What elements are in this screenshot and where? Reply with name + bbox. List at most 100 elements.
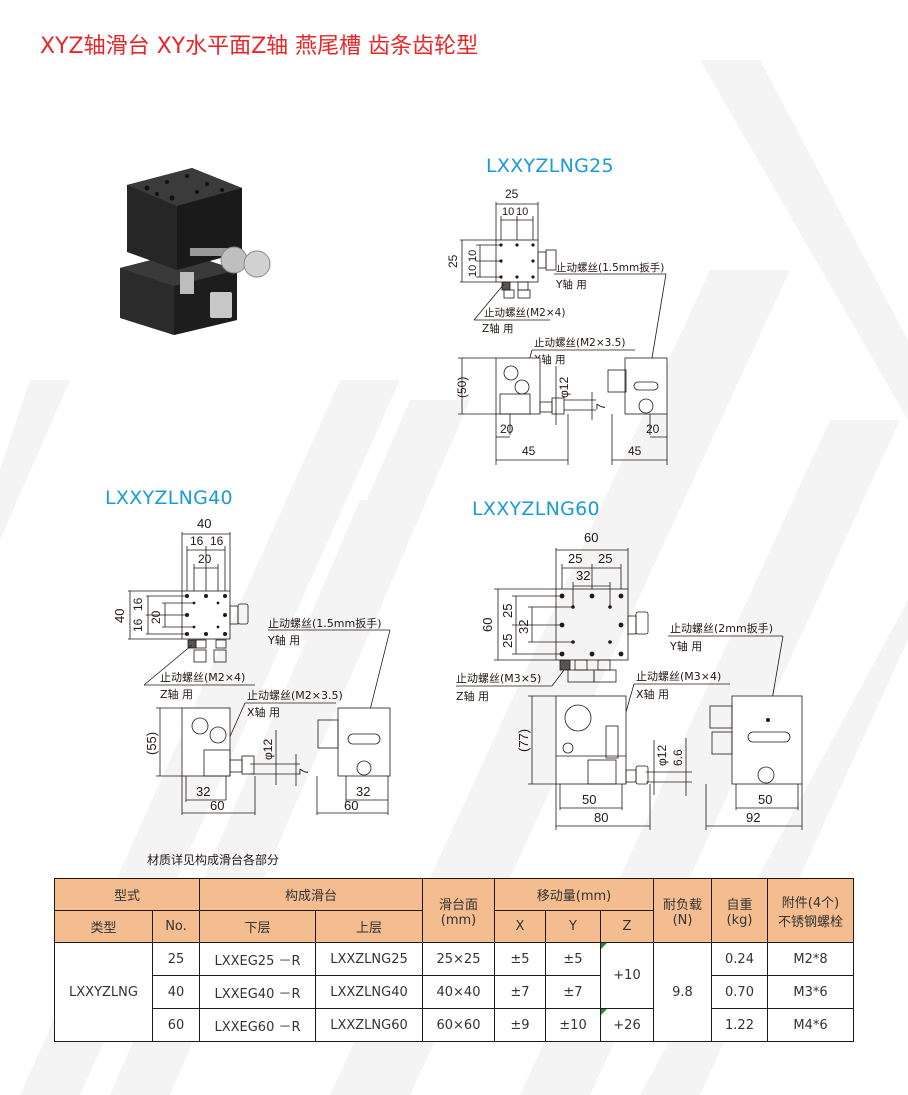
cell-z: +10 [600,942,654,1009]
drawing-shape [195,639,207,649]
drawing-shape [241,755,255,775]
dimension-label: 92 [746,810,760,825]
product-photo [112,160,282,335]
table-row: 40 LXXEG40 －R LXXZLNG40 40×40 ±7 ±7 0.70… [55,975,854,1009]
header-text: 附件(4个) [781,895,840,911]
header-y: Y [545,910,601,943]
drawing-shape [539,401,553,413]
header-type: 类型 [54,910,153,943]
dim-width: 25 [505,187,519,201]
drawing-shape [501,281,511,291]
drawing-shape [625,769,637,783]
drawing-shape [531,275,535,279]
cell-x: ±5 [494,942,546,976]
dimension-label: 25 [500,634,515,648]
header-load: 耐负载(N) [653,878,712,943]
header-text: 滑台面 [438,897,478,913]
dimension-label: Y轴 用 [555,278,587,291]
dimension-line [369,629,391,711]
dimension-label: 6.6 [671,749,685,766]
note-y-screw: 止动螺丝(1.5mm扳手) [556,261,664,274]
dimension-label: 20 [646,422,660,436]
cell-surface: 25×25 [422,942,495,976]
drawing-shape [187,639,197,649]
drawing-shape [499,243,535,279]
dimension-label: Y轴 用 [267,633,300,647]
drawing-shape [589,593,595,599]
drawing-shape [635,611,649,635]
cell-upper: LXXZLNG60 [315,1008,423,1042]
header-text: 自重 [726,897,753,913]
drawing-shape [711,731,733,755]
header-weight: 自重(kg) [711,878,768,943]
drawing-shape [627,615,637,635]
dimension-label: 50 [582,792,596,807]
drawing-lxxyzlng25: 25 10 10 25 10 10 止动螺丝(1.5mm扳手) Y轴 用 止动螺… [420,180,700,474]
cell-upper: LXXZLNG25 [315,942,423,976]
cell-weight: 1.22 [711,1008,768,1042]
cell-surface: 40×40 [422,975,495,1009]
drawing-shape [555,695,627,785]
header-text: 耐负载 [662,897,702,913]
drawing-shape [517,289,531,299]
dimension-label: 16 [210,534,224,548]
dimension-label: X轴 用 [534,353,566,366]
drawing-shape [229,605,239,625]
dimension-label: 60 [210,798,224,813]
drawing-shape [317,719,339,749]
dimension-label: (77) [516,729,531,752]
dimension-label: φ12 [261,739,275,760]
dimension-label: 25 [598,551,612,566]
drawing-shape [223,594,227,598]
drawing-shape [215,639,227,649]
dimension-label: 7 [594,403,608,410]
header-travel: 移动量(mm) [494,878,654,911]
dimension-label: 60 [344,798,358,813]
header-accessory: 附件(4个)不锈钢螺栓 [767,878,854,943]
cell-upper: LXXZLNG40 [315,975,423,1009]
drawing-shape [204,632,208,636]
drawing-shape [216,601,220,605]
cell-bolt: M2*8 [767,942,854,976]
header-no: No. [152,910,200,943]
dimension-line [143,644,193,686]
model-title-40: LXXYZLNG40 [105,487,233,509]
drawing-shape [495,357,541,415]
drawing-shape [562,742,574,754]
cell-lower: LXXEG40 －R [199,975,316,1009]
drawing-shape [545,249,557,271]
note-z-screw: 止动螺丝(M2×4) [484,307,565,319]
drawing-shape [499,393,531,415]
dimension-label: X轴 用 [636,687,669,701]
header-composition: 构成滑台 [199,878,423,911]
cell-bolt: M3*6 [767,975,854,1009]
drawing-shape [587,759,617,785]
drawing-shape [633,381,659,391]
page-title: XYZ轴滑台 XY水平面Z轴 燕尾槽 齿条齿轮型 [40,34,479,59]
drawing-shape [537,251,547,269]
drawing-shape [213,649,227,663]
drawing-shape [185,594,227,636]
drawing-lxxyzlng60: 60 25 25 32 60 25 25 32 止动螺丝(2mm扳手) Y轴 用… [450,520,830,834]
dimension-label: 16 [131,597,145,611]
drawing-shape [605,725,619,759]
dimension-label: 60 [584,530,598,545]
drawing-shape [531,259,535,263]
drawing-shape [337,707,391,777]
drawing-shape [608,640,612,644]
drawing-shape [559,593,624,657]
dimension-label: Z轴 用 [160,687,193,701]
dimension-label: 50 [758,792,772,807]
dimension-label: 10 [502,206,514,218]
dimension-label: 止动螺丝(M3×4) [636,670,721,683]
drawing-shape [766,718,770,722]
dimension-label: φ12 [655,745,669,766]
header-lower: 下层 [199,910,316,943]
header-row-1: 型式 构成滑台 滑台面(mm) 移动量(mm) 耐负载(N) 自重(kg) 附件… [54,878,854,943]
drawing-shape [574,659,588,671]
drawing-shape [193,649,207,663]
dimension-label: 80 [594,810,608,825]
drawing-shape [223,613,227,617]
drawing-lxxyzlng40: 40 16 16 20 40 16 16 20 止动螺丝(1.5mm扳手) Y轴… [100,510,410,824]
drawing-shape [564,704,592,732]
